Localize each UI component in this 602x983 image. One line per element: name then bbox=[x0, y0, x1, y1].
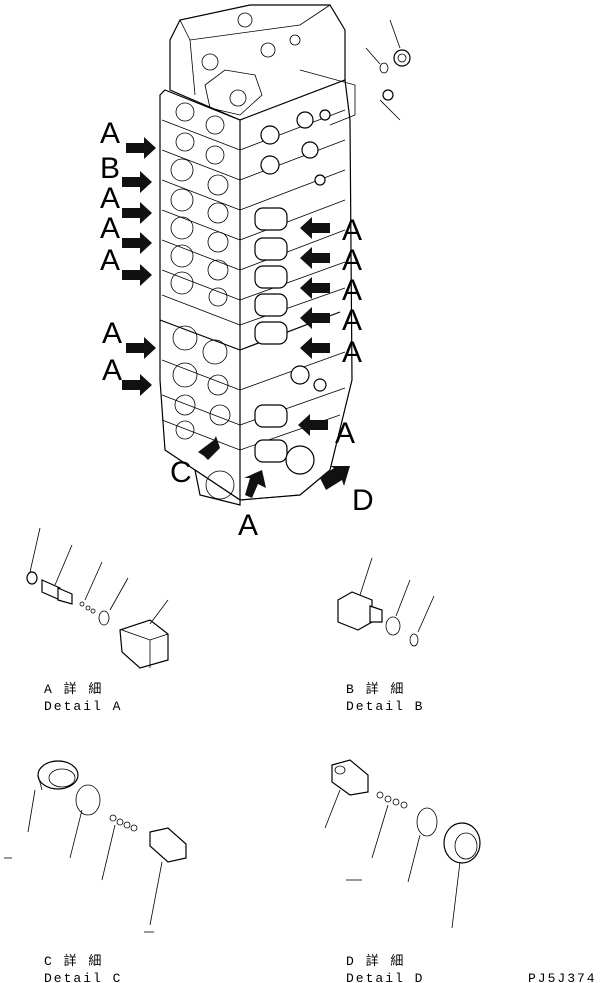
callouts-left: A B A A A A A bbox=[100, 117, 122, 387]
detail-a-parts bbox=[26, 527, 169, 669]
detail-a-caption: A 詳 細 Detail A bbox=[44, 681, 122, 714]
svg-text:A: A bbox=[342, 304, 362, 337]
svg-text:A 詳 細: A 詳 細 bbox=[44, 681, 103, 697]
callout-d: D bbox=[352, 484, 374, 517]
svg-text:A: A bbox=[342, 214, 362, 247]
svg-text:A: A bbox=[335, 417, 355, 450]
detail-c-parts bbox=[4, 760, 187, 933]
callout-bottom-a: A bbox=[238, 509, 258, 542]
arrow-c bbox=[198, 436, 220, 460]
detail-d-parts bbox=[324, 759, 481, 929]
plug-column-right bbox=[254, 109, 331, 475]
svg-text:A: A bbox=[342, 244, 362, 277]
loose-plug-top bbox=[299, 19, 411, 126]
control-valve-assembly bbox=[159, 4, 411, 506]
detail-c-caption: C 詳 細 Detail C bbox=[44, 953, 122, 983]
svg-text:Detail D: Detail D bbox=[346, 971, 424, 983]
callouts-right: A A A A A A bbox=[335, 214, 362, 450]
svg-text:A: A bbox=[100, 117, 120, 150]
arrow-d bbox=[320, 466, 350, 490]
svg-text:A: A bbox=[100, 182, 120, 215]
svg-text:A: A bbox=[342, 274, 362, 307]
detail-b-parts bbox=[337, 557, 435, 647]
detail-d-caption: D 詳 細 Detail D bbox=[346, 953, 424, 983]
svg-text:A: A bbox=[342, 336, 362, 369]
svg-text:Detail B: Detail B bbox=[346, 699, 424, 714]
part-code: PJ5J374 bbox=[528, 971, 597, 983]
svg-text:A: A bbox=[100, 212, 120, 245]
svg-text:A: A bbox=[102, 354, 122, 387]
svg-text:B 詳 細: B 詳 細 bbox=[346, 681, 405, 697]
svg-text:A: A bbox=[100, 244, 120, 277]
svg-text:B: B bbox=[100, 152, 120, 185]
svg-text:A: A bbox=[102, 317, 122, 350]
svg-text:D 詳 細: D 詳 細 bbox=[346, 953, 405, 969]
arrows-left bbox=[122, 137, 156, 396]
svg-text:C 詳 細: C 詳 細 bbox=[44, 953, 103, 969]
svg-text:Detail A: Detail A bbox=[44, 699, 122, 714]
detail-b-caption: B 詳 細 Detail B bbox=[346, 681, 424, 714]
svg-text:Detail C: Detail C bbox=[44, 971, 122, 983]
arrow-bottom bbox=[244, 470, 266, 498]
callout-c: C bbox=[170, 456, 192, 489]
